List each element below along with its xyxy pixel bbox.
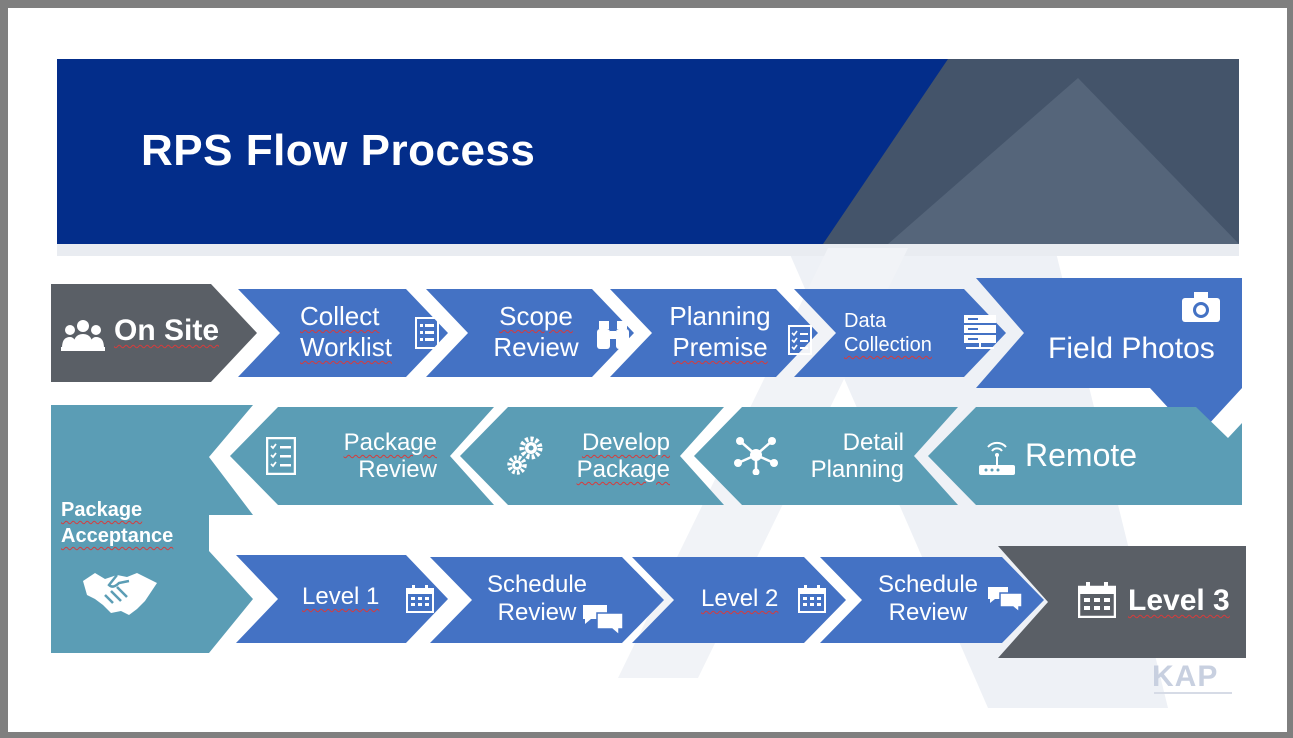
- step-label: Develop: [581, 429, 670, 456]
- chat-bubbles-icon: [988, 587, 1022, 613]
- step-label: Review: [493, 332, 579, 362]
- step-schedule-review-1: Schedule Review: [430, 557, 664, 643]
- step-detail-planning: Detail Planning: [694, 407, 958, 505]
- step-label: Scope: [499, 301, 573, 331]
- camera-icon: [1182, 292, 1220, 322]
- step-package-review: Package Review: [230, 407, 494, 505]
- step-data-collection: Data Collection: [794, 289, 1006, 377]
- list-icon: [415, 317, 439, 349]
- step-label: Remote: [1025, 437, 1138, 473]
- step-label: Acceptance: [61, 525, 174, 547]
- step-label: Collect: [300, 301, 380, 331]
- step-schedule-review-2: Schedule Review: [820, 557, 1044, 643]
- people-group-icon: [61, 320, 105, 351]
- step-label: Review: [888, 599, 968, 626]
- step-label: Schedule: [877, 571, 979, 598]
- calendar-icon: [798, 585, 826, 613]
- calendar-icon: [1078, 582, 1116, 618]
- step-label: Level 2: [701, 585, 779, 612]
- calendar-icon: [406, 585, 434, 613]
- step-level-1: Level 1: [236, 555, 448, 643]
- step-label: Worklist: [300, 332, 392, 362]
- gears-icon: [507, 436, 543, 475]
- step-label: Detail: [842, 429, 904, 456]
- step-label: Package: [343, 429, 437, 456]
- logo-underline: [1154, 692, 1232, 694]
- page-title: RPS Flow Process: [141, 126, 536, 175]
- step-label: Level 3: [1128, 584, 1230, 617]
- network-nodes-icon: [734, 437, 778, 475]
- step-label: Collection: [844, 334, 932, 356]
- step-level-2: Level 2: [632, 557, 846, 643]
- step-label: Premise: [672, 332, 768, 362]
- step-label: Package: [61, 499, 143, 521]
- binoculars-icon: [597, 321, 629, 349]
- step-develop-package: Develop Package: [460, 407, 724, 505]
- kap-logo: KAP: [1152, 660, 1219, 693]
- handshake-icon: [83, 573, 157, 615]
- step-label: Schedule: [486, 571, 588, 598]
- step-on-site: On Site: [51, 284, 257, 382]
- wireless-router-icon: [979, 441, 1015, 475]
- step-label: On Site: [114, 314, 220, 347]
- step-scope-review: Scope Review: [426, 289, 634, 377]
- checklist-icon: [266, 437, 296, 475]
- step-label: Package: [576, 456, 670, 483]
- slide: RPS Flow Process On Site Collect Worklis…: [8, 8, 1287, 732]
- chat-bubbles-icon: [583, 605, 623, 635]
- step-label: Data: [844, 310, 887, 332]
- server-icon: [964, 315, 996, 349]
- step-label: Review: [358, 456, 437, 483]
- step-level-3: Level 3: [998, 546, 1246, 658]
- step-package-acceptance: Package Acceptance: [51, 405, 261, 653]
- step-planning-premise: Planning Premise: [610, 289, 818, 377]
- header-triangle-icon: [888, 78, 1239, 244]
- step-field-photos: Field Photos: [976, 278, 1242, 438]
- step-label: Review: [497, 599, 577, 626]
- step-remote: Remote: [928, 407, 1242, 505]
- step-label: Field Photos: [1048, 332, 1215, 365]
- step-label: Planning: [669, 301, 771, 331]
- step-label: Level 1: [302, 583, 380, 610]
- header-shadow: [57, 244, 1239, 256]
- step-label: Planning: [810, 456, 904, 483]
- step-collect-worklist: Collect Worklist: [238, 289, 448, 377]
- checklist-icon: [788, 325, 812, 355]
